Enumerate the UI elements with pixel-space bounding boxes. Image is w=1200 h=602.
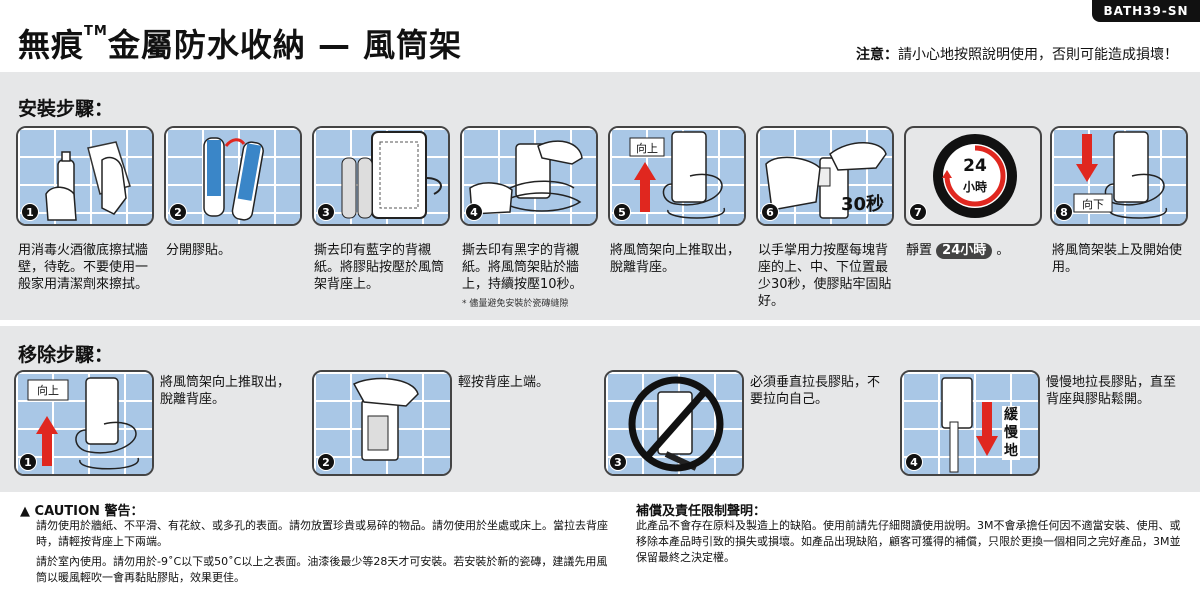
install-heading: 安裝步驟：: [18, 98, 114, 120]
install-step-3-illustration: 3: [312, 126, 450, 226]
direction-up-label: 向上: [636, 142, 658, 155]
install-step-3-text: 撕去印有藍字的背襯紙。將膠貼按壓於風筒架背座上。: [314, 243, 445, 292]
remove-step-3-illustration: 3: [604, 370, 744, 476]
remove-step-1-illustration: 向上 1: [14, 370, 154, 476]
direction-up-label: 向上: [37, 384, 59, 397]
install-step-7-text: 靜置 24小時 。: [906, 243, 1010, 259]
remove-heading: 移除步驟：: [18, 344, 114, 366]
step-number-badge: 7: [909, 203, 927, 221]
clock-hours-number: 24: [963, 156, 987, 176]
step-number-badge: 3: [317, 203, 335, 221]
direction-down-label: 向下: [1082, 198, 1104, 211]
step-number-badge: 1: [19, 453, 37, 471]
remove-step-4-text: 慢慢地拉長膠貼，直至背座與膠貼鬆開。: [1046, 375, 1177, 407]
step-number-badge: 4: [905, 453, 923, 471]
page-title: 無痕TM金屬防水收納 — 風筒架: [18, 24, 463, 64]
install-step-7-illustration: 24 小時 7: [904, 126, 1042, 226]
remove-step-3-text: 必須垂直拉長膠貼，不要拉向自己。: [750, 375, 881, 407]
remove-step-2-illustration: 2: [312, 370, 452, 476]
install-step-6-text: 以手掌用力按壓每塊背座的上、中、下位置最少30秒，使膠貼牢固貼好。: [758, 243, 892, 309]
warranty-heading: 補償及責任限制聲明：: [636, 504, 767, 519]
install-step-4-note: * 儘量避免安裝於瓷磚縫隙: [462, 299, 569, 309]
step-number-badge: 5: [613, 203, 631, 221]
step-number-badge: 2: [317, 453, 335, 471]
install-step-4-illustration: 4: [460, 126, 598, 226]
notice: 注意：請小心地按照說明使用，否則可能造成損壞！: [856, 47, 1178, 63]
install-step-8-text: 將風筒架裝上及開始使用。: [1052, 243, 1183, 275]
caution-paragraph-1: 請勿使用於牆紙、不平滑、有花紋、或多孔的表面。請勿放置珍貴或易碎的物品。請勿使用…: [36, 519, 608, 548]
install-step-5-text: 將風筒架向上推取出，脫離背座。: [610, 243, 741, 275]
sku-label: BATH39-SN: [1092, 0, 1200, 22]
hours-badge: 24小時: [936, 243, 993, 259]
clock-hours-unit: 小時: [962, 180, 987, 194]
remove-step-1-text: 將風筒架向上推取出，脫離背座。: [160, 375, 291, 407]
warranty-text: 此產品不會存在原料及製造上的缺陷。使用前請先仔細閱讀使用說明。3M不會承擔任何因…: [636, 519, 1181, 564]
step-number-badge: 4: [465, 203, 483, 221]
step-number-badge: 2: [169, 203, 187, 221]
install-step-6-illustration: 30秒 6: [756, 126, 894, 226]
install-step-2-illustration: 2: [164, 126, 302, 226]
remove-step-4-illustration: 緩慢地 4: [900, 370, 1040, 476]
remove-step-2-text: 輕按背座上端。: [458, 375, 550, 390]
step-number-badge: 8: [1055, 203, 1073, 221]
install-step-1-illustration: 1: [16, 126, 154, 226]
step-number-badge: 6: [761, 203, 779, 221]
seconds-label: 30秒: [840, 194, 884, 215]
caution-heading: ▲ CAUTION 警告：: [20, 504, 144, 519]
trademark-mark: TM: [84, 24, 108, 39]
slowly-label: 緩慢地: [1002, 406, 1020, 460]
caution-paragraph-2: 請於室內使用。請勿用於-9˚C以下或50˚C以上之表面。油漆後最少等28天才可安…: [36, 555, 608, 584]
install-step-8-illustration: 向下 8: [1050, 126, 1188, 226]
install-step-4-text: 撕去印有黑字的背襯紙。將風筒架貼於牆上，持續按壓10秒。: [462, 243, 583, 292]
install-step-5-illustration: 向上 5: [608, 126, 746, 226]
install-step-1-text: 用消毒火酒徹底擦拭牆壁，待乾。不要使用一般家用清潔劑來擦拭。: [18, 243, 149, 292]
install-step-2-text: 分開膠貼。: [166, 243, 232, 258]
step-number-badge: 1: [21, 203, 39, 221]
step-number-badge: 3: [609, 453, 627, 471]
